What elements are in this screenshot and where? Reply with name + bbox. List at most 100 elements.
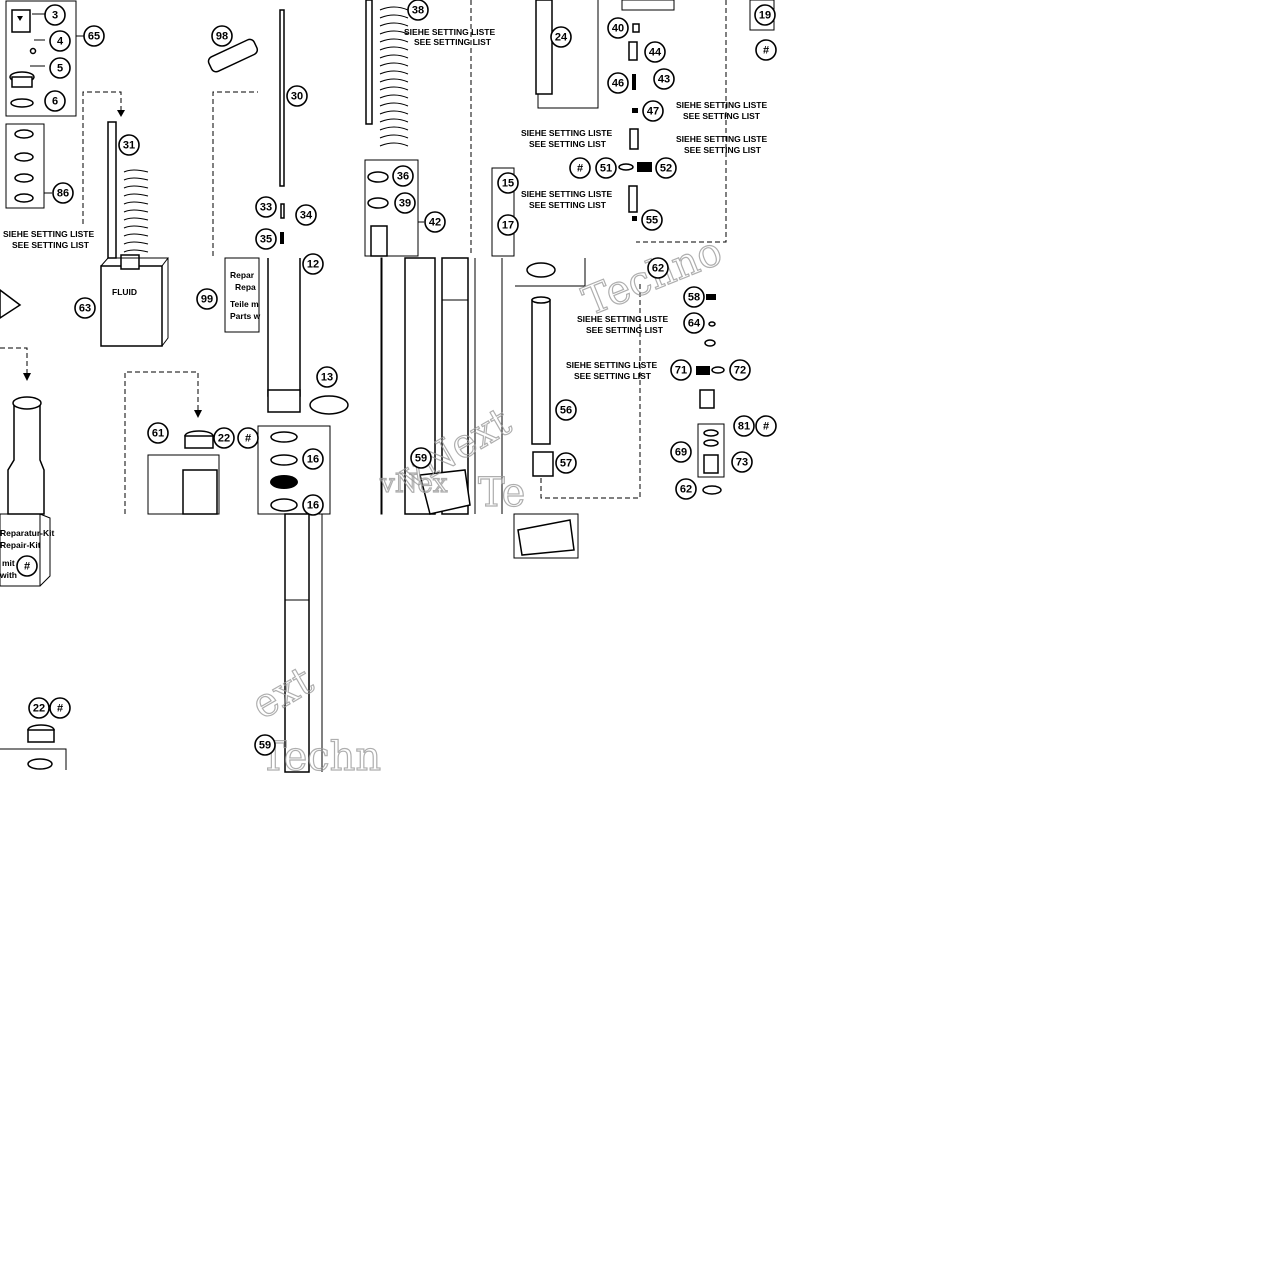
callout-44: 44: [644, 41, 666, 63]
watermark-text: Techn: [260, 734, 381, 780]
svg-text:34: 34: [300, 210, 313, 222]
svg-text:36: 36: [397, 171, 409, 183]
fluid-label: FLUID: [112, 287, 137, 297]
setting-label-de: SIEHE SETTING LISTE: [404, 27, 495, 37]
svg-text:65: 65: [88, 31, 100, 43]
svg-text:59: 59: [415, 453, 427, 465]
svg-text:71: 71: [675, 365, 687, 377]
callout-hash: #: [237, 427, 259, 449]
svg-text:72: 72: [734, 365, 746, 377]
callout-15: 15: [497, 172, 519, 194]
svg-text:31: 31: [123, 140, 135, 152]
outer-tube: [7, 404, 45, 515]
callout-55: 55: [641, 209, 663, 231]
svg-text:73: 73: [736, 457, 748, 469]
callout-86: 86: [52, 182, 74, 204]
damper-tube: [531, 299, 551, 445]
callout-hash: #: [569, 157, 591, 179]
svg-text:56: 56: [560, 405, 572, 417]
tile-middle-center: [380, 257, 503, 515]
repair-box-text: Parts w: [230, 311, 261, 321]
callout-hash: #: [16, 555, 38, 577]
callout-73: 73: [731, 451, 753, 473]
svg-text:19: 19: [759, 10, 771, 22]
svg-text:63: 63: [79, 303, 91, 315]
repair-kit-label-en: Repair-Kit: [0, 540, 41, 550]
callout-46: 46: [607, 72, 629, 94]
callout-52: 52: [655, 157, 677, 179]
callout-58: 58: [683, 286, 705, 308]
svg-text:13: 13: [321, 372, 333, 384]
arrow-marker-icon: [17, 16, 23, 21]
kit-note-with: with: [0, 570, 17, 580]
callout-59: 59: [254, 734, 276, 756]
callout-31: 31: [118, 134, 140, 156]
svg-text:39: 39: [399, 198, 411, 210]
svg-text:15: 15: [502, 178, 514, 190]
svg-text:46: 46: [612, 78, 624, 90]
setting-label-en: SEE SETTING LIST: [683, 111, 761, 121]
inner-tube: [404, 257, 436, 515]
callout-33: 33: [255, 196, 277, 218]
svg-text:30: 30: [291, 91, 303, 103]
svg-text:40: 40: [612, 23, 624, 35]
callout-57: 57: [555, 452, 577, 474]
callout-30: 30: [286, 85, 308, 107]
svg-text:86: 86: [57, 188, 69, 200]
fluid-container: [100, 265, 163, 347]
spring: [123, 169, 149, 253]
callout-4: 4: [49, 30, 71, 52]
svg-text:3: 3: [52, 10, 58, 22]
svg-text:43: 43: [658, 74, 670, 86]
callout-6: 6: [44, 90, 66, 112]
callout-62: 62: [675, 478, 697, 500]
repair-box-text: Repa: [235, 282, 256, 292]
callout-69: 69: [670, 441, 692, 463]
kit-frame-86: [5, 123, 45, 209]
svg-text:62: 62: [652, 263, 664, 275]
callout-81: 81: [733, 415, 755, 437]
svg-text:59: 59: [259, 740, 271, 752]
tile-bottom-right: [513, 513, 579, 559]
callout-5: 5: [49, 57, 71, 79]
callout-38: 38: [407, 0, 429, 21]
svg-text:5: 5: [57, 63, 63, 75]
setting-label-en: SEE SETTING LIST: [529, 200, 607, 210]
axle-clamp: [419, 469, 471, 515]
svg-text:64: 64: [688, 318, 701, 330]
svg-text:69: 69: [675, 447, 687, 459]
svg-text:12: 12: [307, 259, 319, 271]
setting-label-de: SIEHE SETTING LISTE: [676, 134, 767, 144]
svg-text:#: #: [245, 433, 251, 445]
svg-text:58: 58: [688, 292, 700, 304]
callout-98: 98: [211, 25, 233, 47]
kit-frame-65: [5, 0, 77, 117]
callout-17: 17: [497, 214, 519, 236]
repair-kit-label-de: Reparatur-Kit: [0, 528, 54, 538]
svg-text:51: 51: [600, 163, 612, 175]
callout-99: 99: [196, 288, 218, 310]
tile-middle-right: [515, 258, 725, 499]
callout-72: 72: [729, 359, 751, 381]
cartridge-tool: [207, 38, 259, 73]
svg-text:33: 33: [260, 202, 272, 214]
valve-cap: [11, 9, 31, 33]
svg-text:44: 44: [649, 47, 662, 59]
svg-text:#: #: [57, 703, 63, 715]
callout-59: 59: [410, 447, 432, 469]
callout-56: 56: [555, 399, 577, 421]
callout-3: 3: [44, 4, 66, 26]
callout-24: 24: [550, 26, 572, 48]
small-ball: [29, 47, 37, 55]
setting-label-de: SIEHE SETTING LISTE: [577, 314, 668, 324]
tile-bottom-left: [0, 513, 323, 773]
svg-text:81: 81: [738, 421, 750, 433]
svg-text:42: 42: [429, 217, 441, 229]
callout-hash: #: [755, 415, 777, 437]
svg-text:22: 22: [33, 703, 45, 715]
svg-text:99: 99: [201, 294, 213, 306]
callout-22: 22: [28, 697, 50, 719]
callout-hash: #: [755, 39, 777, 61]
